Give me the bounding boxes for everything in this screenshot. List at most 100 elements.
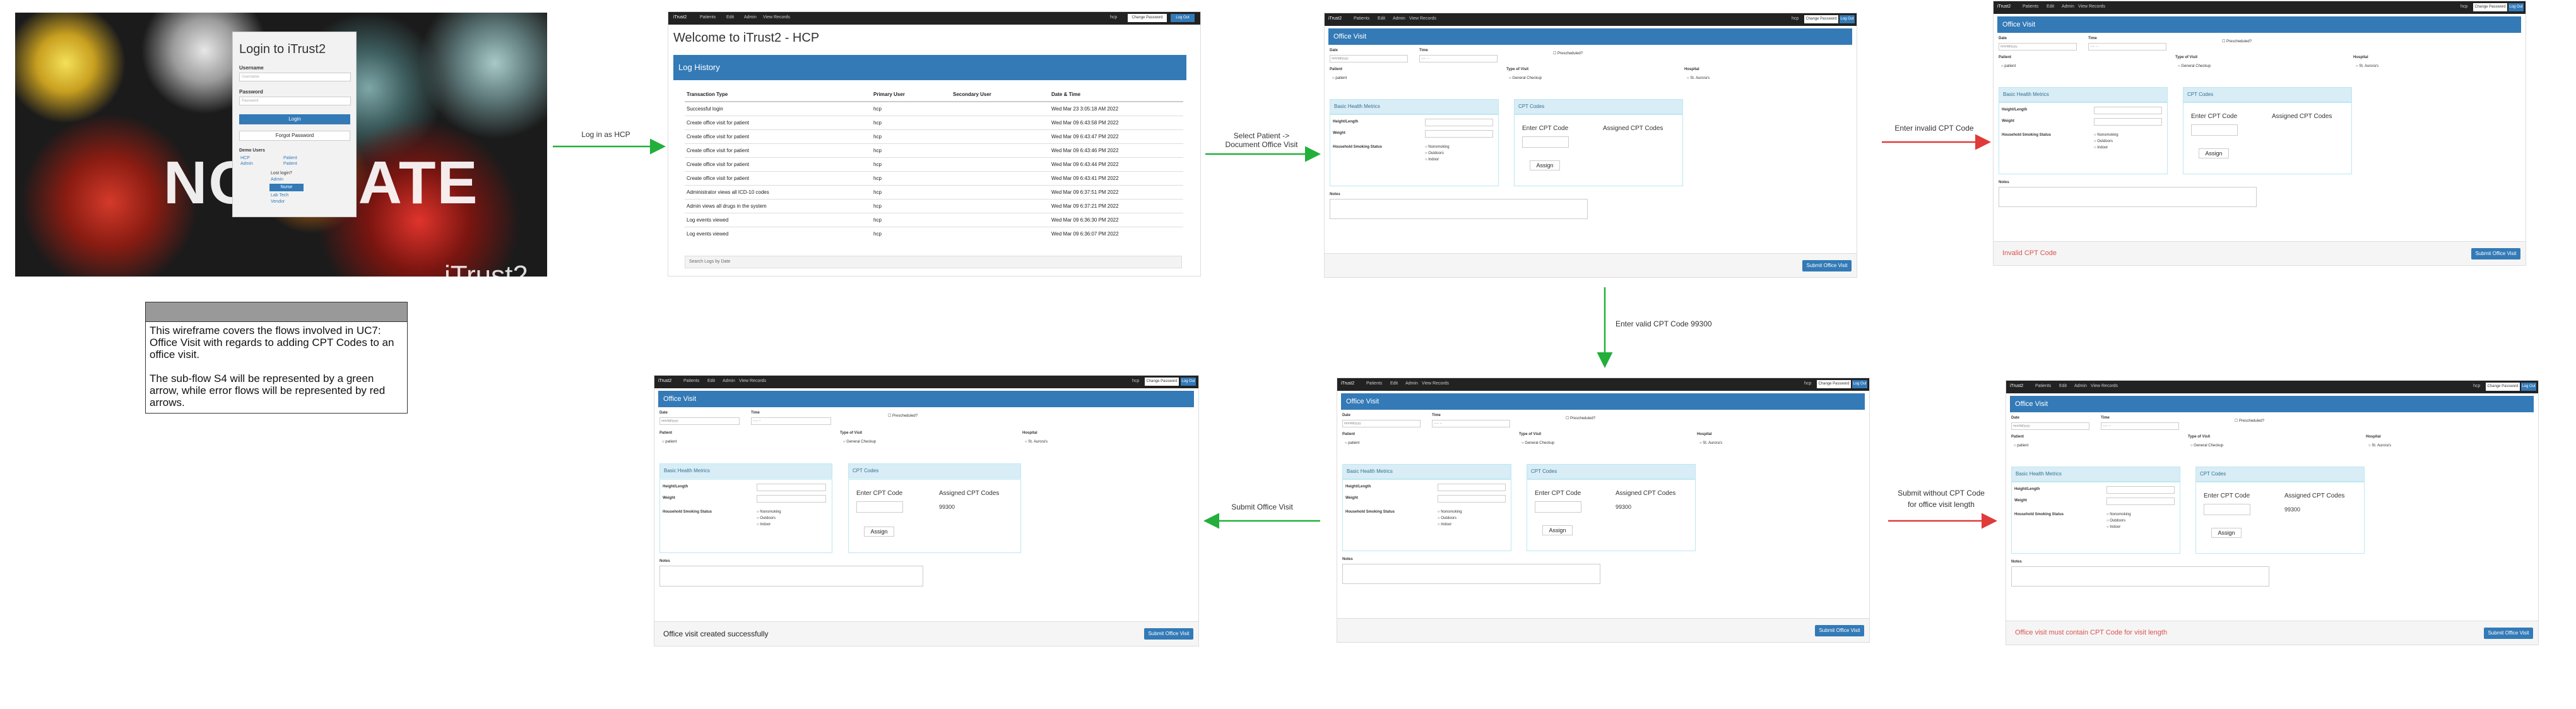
- patient-radio[interactable]: ○ patient: [1345, 441, 1360, 445]
- time-input[interactable]: --:-- --: [1432, 420, 1510, 427]
- change-password-button[interactable]: Change Password: [1145, 378, 1179, 386]
- nav-item[interactable]: Edit: [707, 379, 716, 383]
- prescheduled-checkbox[interactable]: ☐ Prescheduled?: [888, 414, 918, 418]
- submit-office-visit-button[interactable]: Submit Office Visit: [1815, 625, 1864, 636]
- demo-link[interactable]: Admin: [271, 177, 283, 182]
- logout-button[interactable]: Log Out: [1852, 380, 1867, 388]
- nav-item[interactable]: Patients: [1354, 16, 1370, 21]
- nav-item[interactable]: View Records: [1422, 381, 1450, 386]
- nav-item[interactable]: View Records: [739, 379, 767, 383]
- weight-input[interactable]: [1425, 130, 1493, 138]
- submit-office-visit-button[interactable]: Submit Office Visit: [1144, 628, 1193, 640]
- nav-brand[interactable]: iTrust2: [1997, 4, 2011, 9]
- smoking-radio[interactable]: ○ Nonsmoking: [1425, 145, 1450, 149]
- visit-type-radio[interactable]: ○ General Checkup: [843, 440, 876, 444]
- cpt-code-input[interactable]: [2204, 504, 2250, 515]
- smoking-radio[interactable]: ○ Indoor: [1438, 523, 1452, 527]
- password-input[interactable]: Password: [239, 97, 351, 105]
- logout-button[interactable]: Log Out: [1840, 15, 1855, 23]
- prescheduled-checkbox[interactable]: ☐ Prescheduled?: [1566, 417, 1596, 420]
- visit-type-radio[interactable]: ○ General Checkup: [2190, 444, 2223, 448]
- nav-item[interactable]: Edit: [2059, 384, 2067, 388]
- patient-radio[interactable]: ○ patient: [1332, 76, 1347, 80]
- patient-radio[interactable]: ○ patient: [2014, 444, 2029, 448]
- smoking-radio[interactable]: ○ Outdoors: [2094, 140, 2113, 143]
- nav-item[interactable]: Patients: [2035, 384, 2052, 388]
- date-input[interactable]: mm/dd/yyyy: [1330, 55, 1408, 63]
- nav-item[interactable]: Patients: [700, 15, 716, 20]
- weight-input[interactable]: [1438, 495, 1506, 503]
- nav-item[interactable]: Admin: [2074, 384, 2087, 388]
- nav-item[interactable]: Edit: [726, 15, 735, 20]
- change-password-button[interactable]: Change Password: [2486, 383, 2520, 391]
- nav-item[interactable]: View Records: [763, 15, 791, 20]
- forgot-password-button[interactable]: Forgot Password: [239, 131, 350, 141]
- date-input[interactable]: mm/dd/yyyy: [2011, 422, 2089, 430]
- height-input[interactable]: [2094, 107, 2162, 114]
- time-input[interactable]: --:-- --: [1419, 55, 1498, 63]
- hospital-radio[interactable]: ○ St. Aurora's: [1687, 76, 1710, 80]
- nav-item[interactable]: Patients: [1366, 381, 1383, 386]
- assign-button[interactable]: Assign: [1530, 160, 1560, 170]
- weight-input[interactable]: [757, 495, 826, 503]
- username-input[interactable]: Username: [239, 73, 351, 81]
- date-input[interactable]: mm/dd/yyyy: [659, 417, 740, 425]
- smoking-radio[interactable]: ○ Nonsmoking: [2094, 133, 2118, 137]
- date-input[interactable]: mm/dd/yyyy: [1999, 43, 2077, 51]
- logout-button[interactable]: Log Out: [1181, 378, 1196, 386]
- demo-link[interactable]: Lab Tech: [271, 193, 289, 198]
- smoking-radio[interactable]: ○ Indoor: [2106, 525, 2121, 529]
- cpt-code-input[interactable]: [1535, 501, 1581, 513]
- height-input[interactable]: [2106, 486, 2175, 494]
- hospital-radio[interactable]: ○ St. Aurora's: [2368, 444, 2392, 448]
- hospital-radio[interactable]: ○ St. Aurora's: [1025, 440, 1048, 444]
- height-input[interactable]: [1425, 119, 1493, 126]
- smoking-radio[interactable]: ○ Indoor: [2094, 146, 2108, 150]
- weight-input[interactable]: [2106, 497, 2175, 505]
- submit-office-visit-button[interactable]: Submit Office Visit: [2484, 628, 2533, 639]
- nav-brand[interactable]: iTrust2: [673, 15, 687, 20]
- assign-button[interactable]: Assign: [2211, 528, 2242, 538]
- hospital-radio[interactable]: ○ St. Aurora's: [1699, 441, 1723, 445]
- submit-office-visit-button[interactable]: Submit Office Visit: [1802, 260, 1852, 271]
- change-password-button[interactable]: Change Password: [2473, 3, 2507, 11]
- visit-type-radio[interactable]: ○ General Checkup: [2178, 64, 2211, 68]
- patient-radio[interactable]: ○ patient: [662, 440, 677, 444]
- nav-brand[interactable]: iTrust2: [1341, 381, 1355, 386]
- nav-item[interactable]: Edit: [2047, 4, 2055, 9]
- demo-link[interactable]: Patient: [283, 156, 297, 160]
- search-logs-input[interactable]: Search Logs by Date: [685, 256, 1182, 268]
- submit-office-visit-button[interactable]: Submit Office Visit: [2471, 248, 2520, 259]
- date-input[interactable]: mm/dd/yyyy: [1342, 420, 1421, 427]
- visit-type-radio[interactable]: ○ General Checkup: [1521, 441, 1554, 445]
- nav-item[interactable]: Admin: [1405, 381, 1418, 386]
- nav-brand[interactable]: iTrust2: [2010, 384, 2024, 388]
- smoking-radio[interactable]: ○ Outdoors: [1438, 516, 1456, 520]
- notes-textarea[interactable]: [2011, 566, 2269, 587]
- smoking-radio[interactable]: ○ Outdoors: [1425, 152, 1444, 155]
- demo-link[interactable]: Admin: [240, 162, 253, 166]
- prescheduled-checkbox[interactable]: ☐ Prescheduled?: [2235, 419, 2265, 423]
- smoking-radio[interactable]: ○ Nonsmoking: [2106, 513, 2131, 516]
- demo-link[interactable]: HCP: [240, 156, 250, 160]
- assign-button[interactable]: Assign: [1542, 525, 1573, 535]
- weight-input[interactable]: [2094, 118, 2162, 126]
- nav-item[interactable]: Admin: [723, 379, 735, 383]
- cpt-code-input[interactable]: [2191, 124, 2238, 136]
- change-password-button[interactable]: Change Password: [1128, 14, 1167, 22]
- notes-textarea[interactable]: [1999, 187, 2257, 207]
- nav-item[interactable]: View Records: [2078, 4, 2106, 9]
- assign-button[interactable]: Assign: [2199, 148, 2229, 158]
- login-button[interactable]: Login: [239, 114, 350, 124]
- smoking-radio[interactable]: ○ Nonsmoking: [757, 510, 781, 514]
- height-input[interactable]: [757, 484, 826, 491]
- smoking-radio[interactable]: ○ Nonsmoking: [1438, 510, 1462, 514]
- time-input[interactable]: --:-- --: [2101, 422, 2179, 430]
- visit-type-radio[interactable]: ○ General Checkup: [1509, 76, 1542, 80]
- logout-button[interactable]: Log Out: [2508, 3, 2524, 11]
- patient-radio[interactable]: ○ patient: [2001, 64, 2016, 68]
- prescheduled-checkbox[interactable]: ☐ Prescheduled?: [2222, 40, 2252, 44]
- prescheduled-checkbox[interactable]: ☐ Prescheduled?: [1553, 52, 1583, 56]
- change-password-button[interactable]: Change Password: [1804, 15, 1838, 23]
- nav-item[interactable]: Edit: [1378, 16, 1386, 21]
